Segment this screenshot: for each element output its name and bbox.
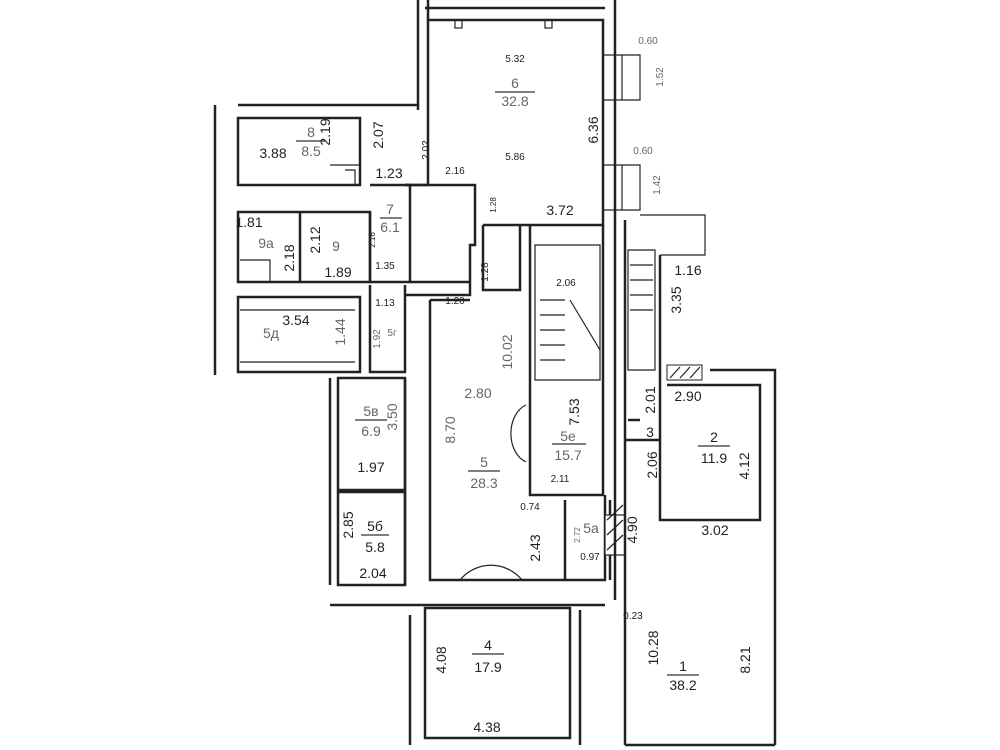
dim: 2.16 xyxy=(445,166,465,177)
dim: 2.72 xyxy=(573,527,582,543)
room-number: 5б xyxy=(367,518,383,534)
dim: 1.97 xyxy=(357,459,384,475)
dim: 1.16 xyxy=(674,262,701,278)
dim: 8.21 xyxy=(737,646,753,673)
room-5a-number: 5а xyxy=(583,520,599,536)
room-number: 5в xyxy=(363,403,378,419)
room-4: 417.9 xyxy=(472,637,504,675)
dim: 4.08 xyxy=(433,646,449,673)
dim: 3.35 xyxy=(668,286,684,313)
room-labels: 632.8 88.5 76.1 9а 9 5д 5г 5в6.9 528.3 5… xyxy=(258,75,730,693)
room-area: 32.8 xyxy=(501,93,528,109)
room-9a-number: 9а xyxy=(258,235,274,251)
room-number: 1 xyxy=(679,658,687,674)
walls xyxy=(213,0,777,747)
dim: 0.23 xyxy=(623,611,643,622)
dim: 4.12 xyxy=(736,452,752,479)
dim: 1.52 xyxy=(655,67,666,87)
dim: 1.92 xyxy=(372,329,383,349)
room-9-number: 9 xyxy=(332,238,340,254)
room-2: 211.9 xyxy=(698,429,730,466)
dimension-labels: 5.32 6.36 5.86 0.60 1.52 0.60 1.42 3.72 … xyxy=(235,36,753,735)
dim: 1.42 xyxy=(652,175,663,195)
room-area: 8.5 xyxy=(301,143,321,159)
dim: 0.74 xyxy=(520,502,540,513)
dim: 2.12 xyxy=(307,226,323,253)
room-5d-number: 5д xyxy=(263,325,279,341)
room-area: 11.9 xyxy=(701,450,727,466)
room-number: 4 xyxy=(484,637,492,653)
dim: 1.89 xyxy=(324,264,351,280)
dim: 1.44 xyxy=(332,318,348,345)
dim: 7.53 xyxy=(566,398,582,425)
dim: 1.28 xyxy=(489,197,498,213)
room-5g-number: 5г xyxy=(387,328,397,339)
room-area: 38.2 xyxy=(669,677,696,693)
room-number: 7 xyxy=(386,201,394,217)
dim: 3.02 xyxy=(701,522,728,538)
room-1: 138.2 xyxy=(667,658,699,693)
dim: 0.60 xyxy=(633,146,653,157)
dim: 2.85 xyxy=(340,511,356,538)
room-7: 76.1 xyxy=(380,201,402,235)
dim: 6.36 xyxy=(585,116,601,143)
room-3-number: 3 xyxy=(646,424,654,440)
dim: 2.02 xyxy=(421,140,432,160)
dim: 1.81 xyxy=(235,214,262,230)
dim: 0.97 xyxy=(580,552,600,563)
dim: 1.23 xyxy=(375,165,402,181)
dim: 2.90 xyxy=(674,388,701,404)
room-5: 528.3 xyxy=(468,454,500,491)
dim: 3.50 xyxy=(384,403,400,430)
room-area: 28.3 xyxy=(470,475,497,491)
room-number: 5 xyxy=(480,454,488,470)
dim: 8.70 xyxy=(442,416,458,443)
dim: 3.72 xyxy=(546,202,573,218)
dim: 3.54 xyxy=(282,312,309,328)
dim: 10.28 xyxy=(645,630,661,665)
dim: 1.35 xyxy=(375,261,395,272)
room-area: 6.1 xyxy=(380,219,400,235)
room-number: 6 xyxy=(511,75,519,91)
dim: 2.43 xyxy=(527,534,543,561)
room-area: 6.9 xyxy=(361,423,381,439)
room-area: 17.9 xyxy=(474,659,501,675)
dim: 3.88 xyxy=(259,145,286,161)
dim: 2.07 xyxy=(370,121,386,148)
room-number: 5е xyxy=(560,428,576,444)
dim: 2.06 xyxy=(644,451,660,478)
dim: 2.18 xyxy=(281,244,297,271)
dim: 2.11 xyxy=(551,474,570,485)
room-8: 88.5 xyxy=(296,124,326,159)
room-5b: 5б5.8 xyxy=(361,518,389,555)
dim: 2.80 xyxy=(464,385,491,401)
room-area: 5.8 xyxy=(365,539,385,555)
room-5v: 5в6.9 xyxy=(355,403,387,439)
room-number: 2 xyxy=(710,429,718,445)
dim: 1.28 xyxy=(480,262,491,282)
dim: 2.16 xyxy=(368,232,377,248)
room-area: 15.7 xyxy=(554,447,581,463)
dim: 4.90 xyxy=(624,516,640,543)
dim: 2.19 xyxy=(317,118,333,145)
dim: 1.13 xyxy=(375,298,395,309)
dim: 0.60 xyxy=(638,36,658,47)
dim: 2.04 xyxy=(359,565,386,581)
room-6: 632.8 xyxy=(495,75,535,109)
dim: 1.20 xyxy=(445,296,465,307)
room-5e: 5е 15.7 xyxy=(552,428,586,463)
dim: 10.02 xyxy=(499,334,515,369)
dim: 2.06 xyxy=(556,278,576,289)
dim: 5.32 xyxy=(505,54,525,65)
dim: 4.38 xyxy=(473,719,500,735)
dim: 2.01 xyxy=(642,386,658,413)
dim: 5.86 xyxy=(505,152,525,163)
room-number: 8 xyxy=(307,124,315,140)
